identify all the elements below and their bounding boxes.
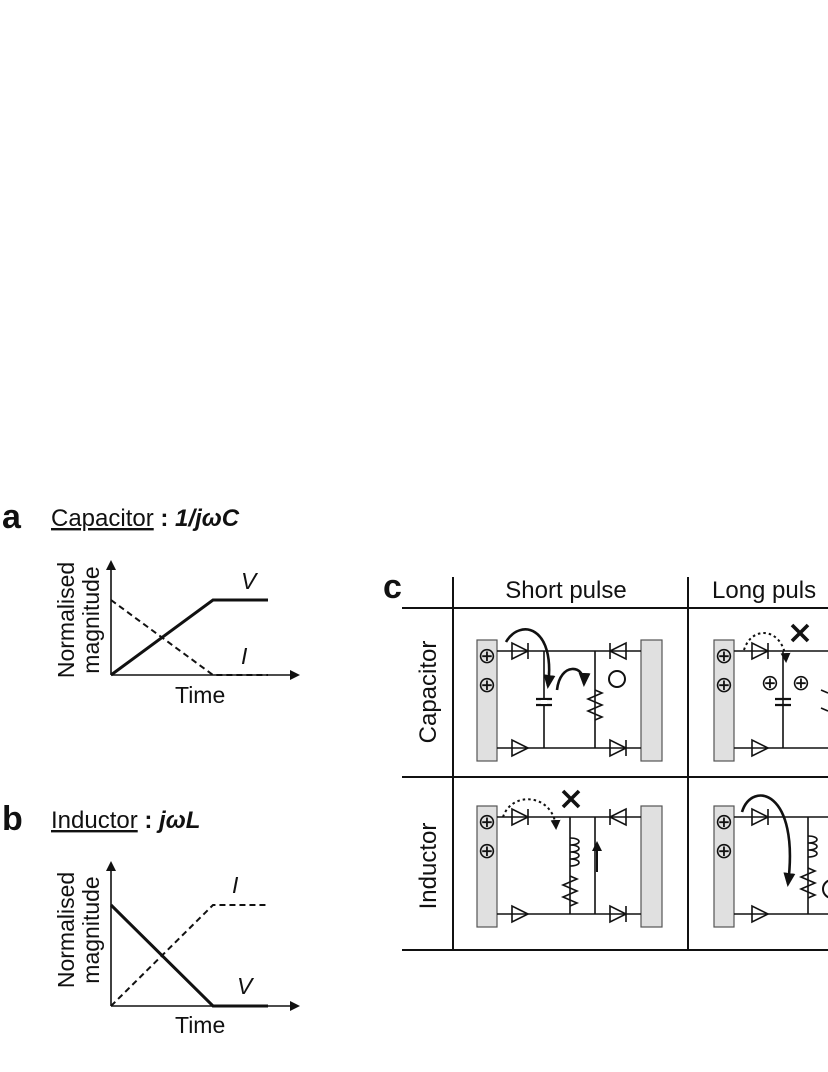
circuit-wires bbox=[734, 816, 828, 915]
panel-b-voltage-curve bbox=[109, 903, 268, 1008]
plus-charge-icon: ⊕ bbox=[478, 838, 496, 863]
cell-capacitor-short-pulse: ⊕ ⊕ bbox=[476, 628, 663, 762]
panel-a-ylabel-line2: magnitude bbox=[78, 566, 104, 673]
panel-b-xlabel: Time bbox=[175, 1012, 225, 1038]
diode-icon bbox=[609, 904, 628, 924]
panel-b-ylabel-line2: magnitude bbox=[78, 876, 104, 983]
panel-b-impedance: jωL bbox=[156, 807, 200, 834]
panel-b-ylabel: Normalised magnitude bbox=[53, 872, 104, 988]
panel-a-xlabel: Time bbox=[175, 682, 225, 708]
inductor-gap bbox=[566, 838, 569, 866]
diode-icon bbox=[751, 738, 770, 758]
left-electrode bbox=[713, 805, 735, 928]
diode-icon bbox=[608, 807, 627, 827]
panel-c-grid bbox=[402, 577, 828, 951]
current-arrow-icon bbox=[555, 667, 591, 691]
plus-charge-icon: ⊕ bbox=[715, 643, 733, 668]
panel-a-voltage-curve bbox=[110, 598, 268, 677]
panel-b: b Inductor : jωL I V Time Normalised mag… bbox=[2, 800, 300, 1038]
allowed-circle-icon bbox=[608, 670, 626, 688]
panel-a-i-label: I bbox=[241, 643, 248, 669]
diode-icon bbox=[751, 807, 770, 827]
current-arrow-icon bbox=[504, 628, 556, 689]
panel-a-ylabel-line1: Normalised bbox=[53, 562, 79, 678]
allowed-circle-icon bbox=[822, 879, 828, 899]
plus-charge-icon: ⊕ bbox=[792, 670, 810, 695]
panel-b-sep: : bbox=[138, 807, 159, 834]
diode-icon bbox=[511, 738, 530, 758]
diode-icon bbox=[511, 641, 530, 661]
panel-a: a Capacitor : 1/jωC V I Time Normalised … bbox=[2, 498, 300, 708]
panel-b-letter: b bbox=[2, 800, 23, 838]
diode-icon bbox=[751, 641, 770, 661]
column-header-long-pulse: Long puls bbox=[712, 577, 816, 604]
diode-icon bbox=[609, 738, 628, 758]
blocked-arrow-icon bbox=[743, 632, 791, 663]
row-header-capacitor: Capacitor bbox=[415, 641, 442, 744]
panel-b-current-curve bbox=[110, 904, 268, 1007]
plus-charge-icon: ⊕ bbox=[761, 670, 779, 695]
panel-a-sep: : bbox=[154, 505, 175, 532]
plus-charge-icon: ⊕ bbox=[715, 809, 733, 834]
circuit-wires bbox=[497, 650, 641, 749]
panel-a-impedance: 1/jωC bbox=[175, 505, 240, 532]
panel-b-ylabel-line1: Normalised bbox=[53, 872, 79, 988]
right-electrode bbox=[640, 805, 663, 928]
current-arrow-icon bbox=[740, 794, 796, 887]
column-header-short-pulse: Short pulse bbox=[505, 577, 626, 604]
right-electrode bbox=[640, 639, 663, 762]
capacitor-gap bbox=[541, 700, 547, 704]
plus-charge-icon: ⊕ bbox=[715, 672, 733, 697]
plus-charge-icon: ⊕ bbox=[715, 838, 733, 863]
panel-a-component: Capacitor bbox=[51, 505, 154, 532]
capacitor-icon bbox=[775, 697, 791, 707]
left-electrode bbox=[476, 805, 498, 928]
row-header-inductor: Inductor bbox=[415, 823, 442, 910]
left-electrode bbox=[713, 639, 735, 762]
resistor-icon bbox=[560, 875, 580, 907]
resistor-icon bbox=[585, 689, 605, 721]
resistor-partial-icon bbox=[820, 689, 828, 712]
panel-b-title: Inductor : jωL bbox=[51, 807, 200, 834]
panel-b-i-label: I bbox=[232, 872, 239, 898]
panel-a-v-label: V bbox=[241, 568, 259, 594]
plus-charge-icon: ⊕ bbox=[478, 672, 496, 697]
circuit-wires bbox=[497, 816, 641, 915]
panel-a-title: Capacitor : 1/jωC bbox=[51, 505, 240, 532]
panel-a-current-curve bbox=[110, 599, 268, 676]
panel-a-letter: a bbox=[2, 498, 22, 536]
blocked-cross-icon bbox=[561, 789, 581, 809]
panel-a-ylabel: Normalised magnitude bbox=[53, 562, 104, 678]
diode-icon bbox=[608, 641, 627, 661]
left-electrode bbox=[476, 639, 498, 762]
cell-inductor-long-pulse: ⊕ ⊕ bbox=[713, 794, 828, 928]
capacitor-icon bbox=[536, 697, 552, 707]
blocked-cross-icon bbox=[790, 623, 810, 643]
diode-icon bbox=[511, 807, 530, 827]
diode-icon bbox=[511, 904, 530, 924]
cell-capacitor-long-pulse: ⊕ ⊕ ⊕ ⊕ bbox=[713, 623, 828, 762]
resistor-icon bbox=[798, 867, 818, 899]
panel-c-letter: c bbox=[383, 568, 402, 606]
plus-charge-icon: ⊕ bbox=[478, 809, 496, 834]
inductor-icon bbox=[807, 835, 818, 858]
panel-b-v-label: V bbox=[237, 973, 255, 999]
panel-c: c Short pulse Long puls Capacitor Induct… bbox=[383, 568, 828, 951]
panel-b-component: Inductor bbox=[51, 807, 138, 834]
diode-icon bbox=[751, 904, 770, 924]
plus-charge-icon: ⊕ bbox=[478, 643, 496, 668]
inductor-icon bbox=[569, 837, 580, 867]
cell-inductor-short-pulse: ⊕ ⊕ bbox=[476, 789, 663, 928]
blocked-arrow-icon bbox=[502, 798, 561, 830]
